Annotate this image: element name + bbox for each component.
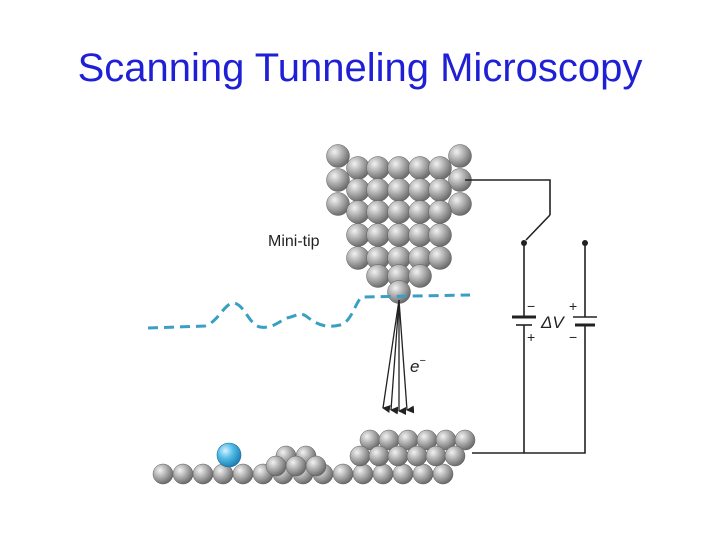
tip-atom [326,144,350,168]
tip-atom [428,156,452,180]
surface-atom [444,445,466,467]
electron-arrows [382,299,415,415]
tip-atom [346,178,370,202]
tip-atom [326,168,350,192]
slide-title: Scanning Tunneling Microscopy [77,46,643,90]
surface-atom [332,463,354,485]
surface-atom [387,445,409,467]
surface-atom [152,463,174,485]
surface-atom [406,445,428,467]
surface-atom [425,445,447,467]
surface-atoms [152,429,476,485]
tip-atom [346,156,370,180]
scan-profile-dashed-line [147,293,471,330]
switch-contact-left [521,240,527,246]
tip-atom [448,192,472,216]
circuit-wires [465,179,586,454]
surface-atom [432,463,454,485]
adatom [216,442,242,468]
tip-atom [428,223,452,247]
mini-tip-label: Mini-tip [268,233,320,250]
surface-atom [265,455,287,477]
tip-atom [387,156,411,180]
surface-atom [368,445,390,467]
tip-atom [366,156,390,180]
tip-atom [428,178,452,202]
tip-atom [428,246,452,270]
voltage-label: ΔV [540,313,565,332]
tip-atom [366,200,390,224]
battery-right-bottom-sign: − [569,329,577,345]
tip-atom [428,200,452,224]
tip-atom [408,200,432,224]
electron-label: e− [410,355,426,376]
battery-left-bottom-sign: + [527,329,535,345]
surface-atom [192,463,214,485]
switch-contact-right [582,240,588,246]
surface-atom [305,455,327,477]
surface-atom [285,455,307,477]
surface-atom [352,463,374,485]
battery-left [512,315,536,326]
tip-atom [408,223,432,247]
surface-atom [349,445,371,467]
surface-atom [172,463,194,485]
tip-atom [366,264,390,288]
tip-atom [408,178,432,202]
surface-atom [454,429,476,451]
battery-right-top-sign: + [569,298,577,314]
tip-atom [408,264,432,288]
tip-atom [366,178,390,202]
tip-atom [346,200,370,224]
surface-atom [412,463,434,485]
tip-atom [387,200,411,224]
surface-atom [392,463,414,485]
tip-atom [387,223,411,247]
tip-atom [387,178,411,202]
surface-atom [232,463,254,485]
tip-atom [346,246,370,270]
tip-atoms [326,144,472,304]
tip-atom [366,223,390,247]
tip-atom [448,144,472,168]
tip-atom [326,192,350,216]
surface-atom [372,463,394,485]
battery-left-top-sign: − [527,298,535,314]
battery-right [573,316,597,327]
tip-atom [346,223,370,247]
tip-atom [408,156,432,180]
